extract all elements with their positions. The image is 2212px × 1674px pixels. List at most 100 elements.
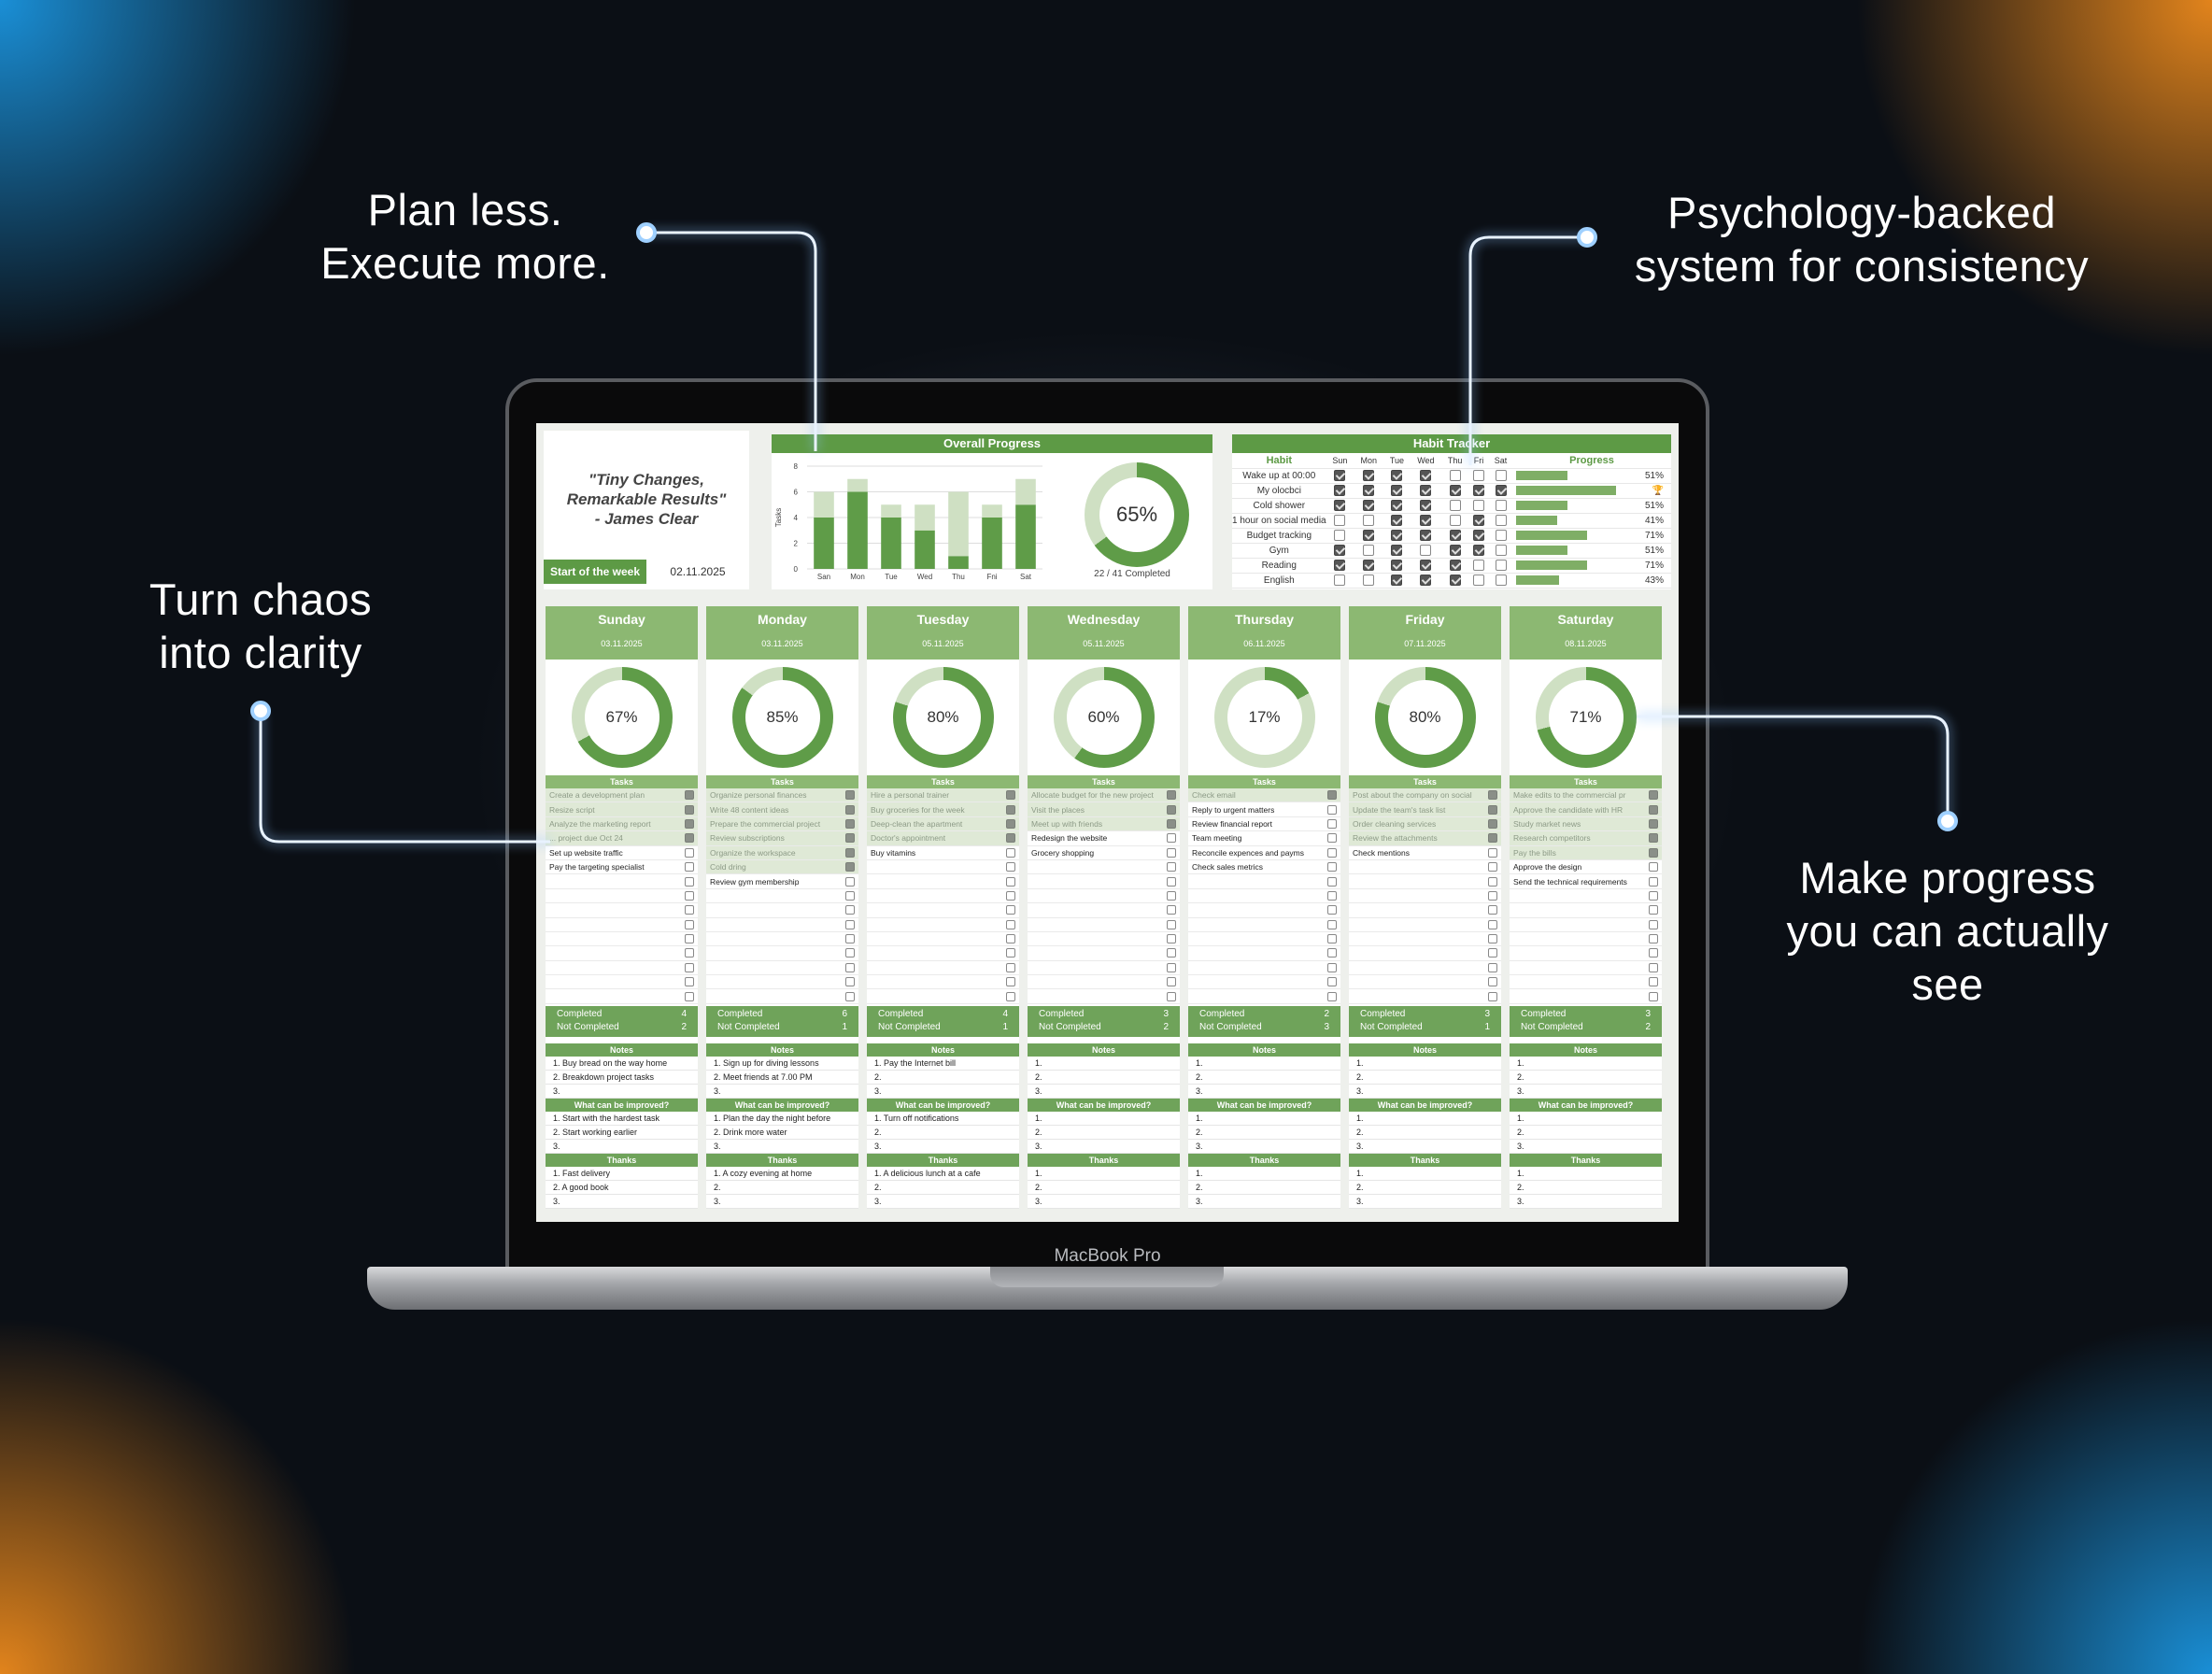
task-checkbox[interactable]: [1649, 862, 1658, 872]
improve-item[interactable]: 1.: [1510, 1112, 1662, 1126]
thanks-item[interactable]: 2.: [1028, 1181, 1180, 1195]
habit-checkbox[interactable]: [1391, 545, 1403, 556]
thanks-item[interactable]: 3.: [1028, 1195, 1180, 1209]
task-text[interactable]: Resize script: [549, 804, 595, 815]
notes-item[interactable]: 2.: [1510, 1071, 1662, 1085]
task-checkbox[interactable]: [1006, 804, 1015, 815]
habit-checkbox[interactable]: [1363, 470, 1375, 481]
task-checkbox[interactable]: [685, 876, 694, 887]
notes-item[interactable]: 3.: [1510, 1085, 1662, 1099]
task-text[interactable]: Hire a personal trainer: [871, 790, 950, 801]
task-checkbox[interactable]: [1327, 833, 1337, 844]
habit-checkbox[interactable]: [1472, 560, 1484, 571]
task-checkbox[interactable]: [685, 890, 694, 901]
task-checkbox[interactable]: [845, 890, 855, 901]
task-checkbox[interactable]: [1488, 919, 1497, 929]
habit-checkbox[interactable]: [1472, 515, 1484, 526]
task-text[interactable]: Update the team's task list: [1353, 804, 1446, 815]
task-checkbox[interactable]: [1327, 862, 1337, 872]
task-checkbox[interactable]: [1006, 919, 1015, 929]
task-checkbox[interactable]: [1327, 919, 1337, 929]
task-text[interactable]: Buy groceries for the week: [871, 804, 965, 815]
task-checkbox[interactable]: [685, 847, 694, 858]
task-text[interactable]: Meet up with friends: [1031, 818, 1103, 829]
task-checkbox[interactable]: [845, 948, 855, 958]
task-checkbox[interactable]: [1006, 962, 1015, 972]
habit-checkbox[interactable]: [1495, 545, 1507, 556]
habit-checkbox[interactable]: [1420, 500, 1432, 511]
improve-item[interactable]: 3.: [1510, 1140, 1662, 1154]
task-checkbox[interactable]: [845, 833, 855, 844]
task-checkbox[interactable]: [1006, 991, 1015, 1001]
task-checkbox[interactable]: [685, 818, 694, 829]
task-checkbox[interactable]: [1327, 991, 1337, 1001]
notes-item[interactable]: 3.: [546, 1085, 698, 1099]
improve-item[interactable]: 2.: [867, 1126, 1019, 1140]
habit-checkbox[interactable]: [1363, 530, 1375, 541]
habit-checkbox[interactable]: [1420, 560, 1432, 571]
task-checkbox[interactable]: [845, 876, 855, 887]
task-text[interactable]: Organize the workspace: [710, 847, 796, 858]
improve-item[interactable]: 1.: [1188, 1112, 1340, 1126]
task-text[interactable]: Review gym membership: [710, 876, 800, 887]
task-checkbox[interactable]: [1488, 862, 1497, 872]
improve-item[interactable]: 3.: [1188, 1140, 1340, 1154]
notes-item[interactable]: 2.: [1188, 1071, 1340, 1085]
task-text[interactable]: Team meeting: [1192, 833, 1242, 844]
task-checkbox[interactable]: [1649, 790, 1658, 801]
improve-item[interactable]: 2.: [1188, 1126, 1340, 1140]
thanks-item[interactable]: 2.: [1188, 1181, 1340, 1195]
thanks-item[interactable]: 3.: [1188, 1195, 1340, 1209]
improve-item[interactable]: 2.: [1349, 1126, 1501, 1140]
task-checkbox[interactable]: [845, 919, 855, 929]
improve-item[interactable]: 1.: [1028, 1112, 1180, 1126]
improve-item[interactable]: 3.: [1349, 1140, 1501, 1154]
thanks-item[interactable]: 1.: [1510, 1167, 1662, 1181]
task-text[interactable]: Check sales metrics: [1192, 862, 1264, 872]
habit-checkbox[interactable]: [1472, 485, 1484, 496]
thanks-item[interactable]: 3.: [1510, 1195, 1662, 1209]
task-checkbox[interactable]: [1649, 833, 1658, 844]
improve-item[interactable]: 3.: [706, 1140, 858, 1154]
habit-checkbox[interactable]: [1391, 485, 1403, 496]
task-checkbox[interactable]: [1649, 948, 1658, 958]
task-checkbox[interactable]: [845, 977, 855, 987]
notes-item[interactable]: 1.: [1349, 1057, 1501, 1071]
task-checkbox[interactable]: [1167, 890, 1176, 901]
task-checkbox[interactable]: [685, 919, 694, 929]
task-checkbox[interactable]: [1488, 991, 1497, 1001]
task-checkbox[interactable]: [1167, 948, 1176, 958]
habit-checkbox[interactable]: [1495, 515, 1507, 526]
task-text[interactable]: Prepare the commercial project: [710, 818, 821, 829]
habit-checkbox[interactable]: [1363, 485, 1375, 496]
habit-checkbox[interactable]: [1495, 485, 1507, 496]
habit-checkbox[interactable]: [1449, 545, 1461, 556]
task-checkbox[interactable]: [1488, 804, 1497, 815]
notes-item[interactable]: 1.: [1188, 1057, 1340, 1071]
task-checkbox[interactable]: [1488, 818, 1497, 829]
thanks-item[interactable]: 1. A delicious lunch at a cafe: [867, 1167, 1019, 1181]
task-checkbox[interactable]: [1649, 876, 1658, 887]
task-checkbox[interactable]: [1649, 804, 1658, 815]
task-checkbox[interactable]: [1488, 948, 1497, 958]
thanks-item[interactable]: 3.: [1349, 1195, 1501, 1209]
task-text[interactable]: Order cleaning services: [1353, 818, 1437, 829]
notes-item[interactable]: 2. Meet friends at 7.00 PM: [706, 1071, 858, 1085]
habit-checkbox[interactable]: [1363, 575, 1375, 586]
task-text[interactable]: Analyze the marketing report: [549, 818, 651, 829]
task-checkbox[interactable]: [1006, 905, 1015, 915]
task-checkbox[interactable]: [1649, 991, 1658, 1001]
habit-checkbox[interactable]: [1391, 470, 1403, 481]
task-checkbox[interactable]: [1488, 934, 1497, 944]
task-checkbox[interactable]: [1167, 934, 1176, 944]
task-checkbox[interactable]: [1006, 818, 1015, 829]
task-text[interactable]: Review the attachments: [1353, 833, 1438, 844]
habit-checkbox[interactable]: [1391, 530, 1403, 541]
notes-item[interactable]: 2.: [1349, 1071, 1501, 1085]
notes-item[interactable]: 2.: [1028, 1071, 1180, 1085]
habit-checkbox[interactable]: [1449, 530, 1461, 541]
habit-checkbox[interactable]: [1495, 530, 1507, 541]
task-checkbox[interactable]: [685, 790, 694, 801]
notes-item[interactable]: 1. Pay the Internet bill: [867, 1057, 1019, 1071]
task-checkbox[interactable]: [1327, 818, 1337, 829]
